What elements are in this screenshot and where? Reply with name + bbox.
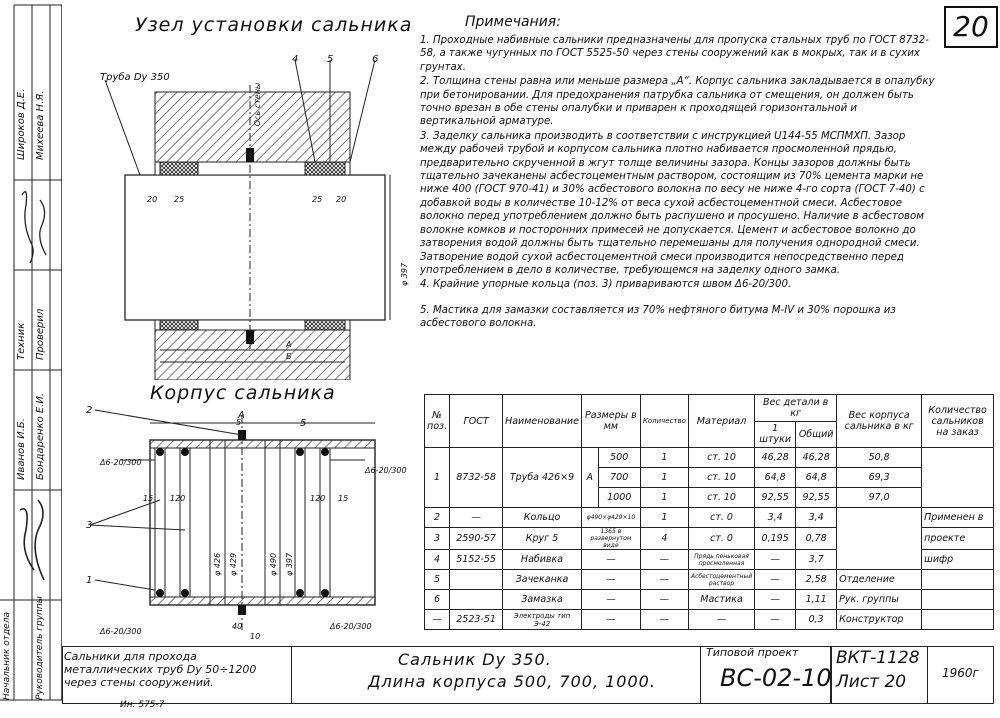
note-4: 4. Крайние упорные кольца (поз. 3) прива… xyxy=(420,279,792,291)
tb-inv: Ин. 575-7 xyxy=(120,700,165,710)
role-3: Конструктор xyxy=(836,609,923,630)
tb-description: Сальники для прохода металлических труб … xyxy=(64,650,257,689)
tb-project-label: Типовой проект xyxy=(706,646,799,659)
th-weight: Вес детали в кг xyxy=(754,394,838,422)
tb-project-cell xyxy=(700,646,832,704)
stamp-head-1: Начальник отдела xyxy=(2,612,12,700)
tb-subtitle: Длина корпуса 500, 700, 1000. xyxy=(368,672,656,691)
dim-body-10: 10 xyxy=(250,632,261,641)
stamp-name-1: Широков Д.Е. xyxy=(16,88,27,160)
dim-phi490: φ 490 xyxy=(269,552,279,577)
dim-25a: 25 xyxy=(174,195,185,204)
dim-B: Б xyxy=(286,352,292,361)
dim-body-120a: 120 xyxy=(170,494,186,503)
callout-4: 4 xyxy=(292,54,299,65)
spec-table: № поз. ГОСТ Наименование Размеры в мм Ко… xyxy=(423,394,994,630)
dim-A: A xyxy=(286,340,292,349)
table-header-row-2: 1 штуки Общий xyxy=(425,420,994,448)
notes-title: Примечания: xyxy=(465,14,561,30)
note-5: 5. Мастика для замазки составляется из 7… xyxy=(420,304,896,330)
th-size: Размеры в мм xyxy=(580,394,641,448)
note-1: 1. Проходные набивные сальники предназна… xyxy=(420,35,929,73)
tb-year: 1960г xyxy=(942,666,979,680)
th-qty: Количество xyxy=(639,394,689,448)
axis-label: Ось стены xyxy=(253,82,263,127)
stamp-role-2: Проверил xyxy=(35,308,46,360)
dim-20b: 20 xyxy=(336,195,347,204)
view-body-drawing xyxy=(89,409,376,630)
sheet-number-box: 20 xyxy=(944,6,998,48)
applied-2: проекте xyxy=(921,527,994,550)
weld-1: Δ6-20/300 xyxy=(100,458,142,467)
table-row: 5 Зачеканка — — Асбестоцементный раствор… xyxy=(423,569,994,590)
dim-20a: 20 xyxy=(147,195,158,204)
table-row: — 2523-51 Электроды тип Э-42 — — — — 0,3… xyxy=(423,609,994,630)
th-name: Наименование xyxy=(502,394,582,448)
side-stamp-frame xyxy=(0,4,62,701)
stamp-head-2: Руководитель группы xyxy=(35,596,45,700)
dim-phi397: φ 397 xyxy=(400,262,410,287)
weld-3: Δ6-20/300 xyxy=(100,627,142,636)
th-material: Материал xyxy=(687,394,756,448)
table-row: 6 Замазка — — Мастика — 1,11 Рук. группы xyxy=(423,589,994,610)
tb-series-cell xyxy=(830,646,928,704)
table-row: 1 8732-58 Труба 426×9 A 500 1 ст. 10 46,… xyxy=(423,447,994,508)
dim-body-5: 5 xyxy=(236,418,242,427)
stamp-name-2: Михеева Н.Я. xyxy=(35,90,46,160)
dim-body-40: 40 xyxy=(232,622,243,631)
sheet-number: 20 xyxy=(953,10,989,43)
weld-4: Δ6-20/300 xyxy=(330,622,372,631)
dim-body-15b: 15 xyxy=(338,494,349,503)
tb-series: ВКТ-1128 xyxy=(836,648,920,668)
dim-25b: 25 xyxy=(312,195,323,204)
view-top-title: Узел установки сальника xyxy=(135,14,413,36)
table-row: 700 1 ст. 10 64,8 64,8 69,3 xyxy=(425,467,994,488)
dim-body-120b: 120 xyxy=(310,494,326,503)
th-weight-one: 1 штуки xyxy=(754,420,797,448)
note-2: 2. Толщина стены равна или меньше размер… xyxy=(420,76,935,128)
body-callout-2: 2 xyxy=(86,405,93,416)
callout-6: 6 xyxy=(372,54,379,65)
dim-phi429: φ 429 xyxy=(229,552,239,577)
stamp-role-1: Техник xyxy=(16,322,27,360)
table-row: 3 2590-57 Круг 5 1365 в развернутом виде… xyxy=(423,527,994,550)
tb-main-title: Сальник Dy 350. xyxy=(398,650,552,669)
body-callout-5: 5 xyxy=(300,418,307,429)
tb-desc-cell xyxy=(62,646,292,704)
tb-sheet-label: Лист 20 xyxy=(836,672,907,692)
dim-body-A: A xyxy=(238,410,245,421)
body-callout-3: 3 xyxy=(86,520,93,531)
applied-3: шифр xyxy=(921,549,994,570)
table-header-row: № поз. ГОСТ Наименование Размеры в мм Ко… xyxy=(423,394,994,448)
stamp-name-3: Иванов И.Б. xyxy=(16,418,27,480)
note-3: 3. Заделку сальника производить в соотве… xyxy=(420,130,925,276)
th-body-weight: Вес корпуса сальника в кг xyxy=(836,394,923,448)
body-callout-1: 1 xyxy=(86,575,93,586)
notes-block: 1. Проходные набивные сальники предназна… xyxy=(420,34,935,332)
th-pos: № поз. xyxy=(423,394,451,448)
callout-5: 5 xyxy=(327,54,334,65)
weld-2: Δ6-20/300 xyxy=(365,466,407,475)
dim-phi426: φ 426 xyxy=(213,552,223,577)
view-top-drawing xyxy=(104,59,391,380)
view-body-title: Корпус сальника xyxy=(150,382,336,404)
tb-project-code: ВС-02-10 xyxy=(720,664,832,692)
role-2: Рук. группы xyxy=(836,589,923,610)
th-weight-total: Общий xyxy=(795,420,838,448)
role-1: Отделение xyxy=(836,569,923,590)
th-gost: ГОСТ xyxy=(449,394,504,448)
dim-body-15a: 15 xyxy=(143,494,154,503)
dim-phi397b: φ 397 xyxy=(285,552,295,577)
th-order-qty: Количество сальников на заказ xyxy=(921,394,994,448)
stamp-name-4: Бондаренко Е.И. xyxy=(35,392,46,480)
pipe-label: Труба Dy 350 xyxy=(100,72,170,83)
table-row: 2 — Кольцо φ490×φ429×10 1 ст. 0 3,4 3,4 … xyxy=(423,507,994,570)
applied-1: Применен в xyxy=(921,507,994,528)
